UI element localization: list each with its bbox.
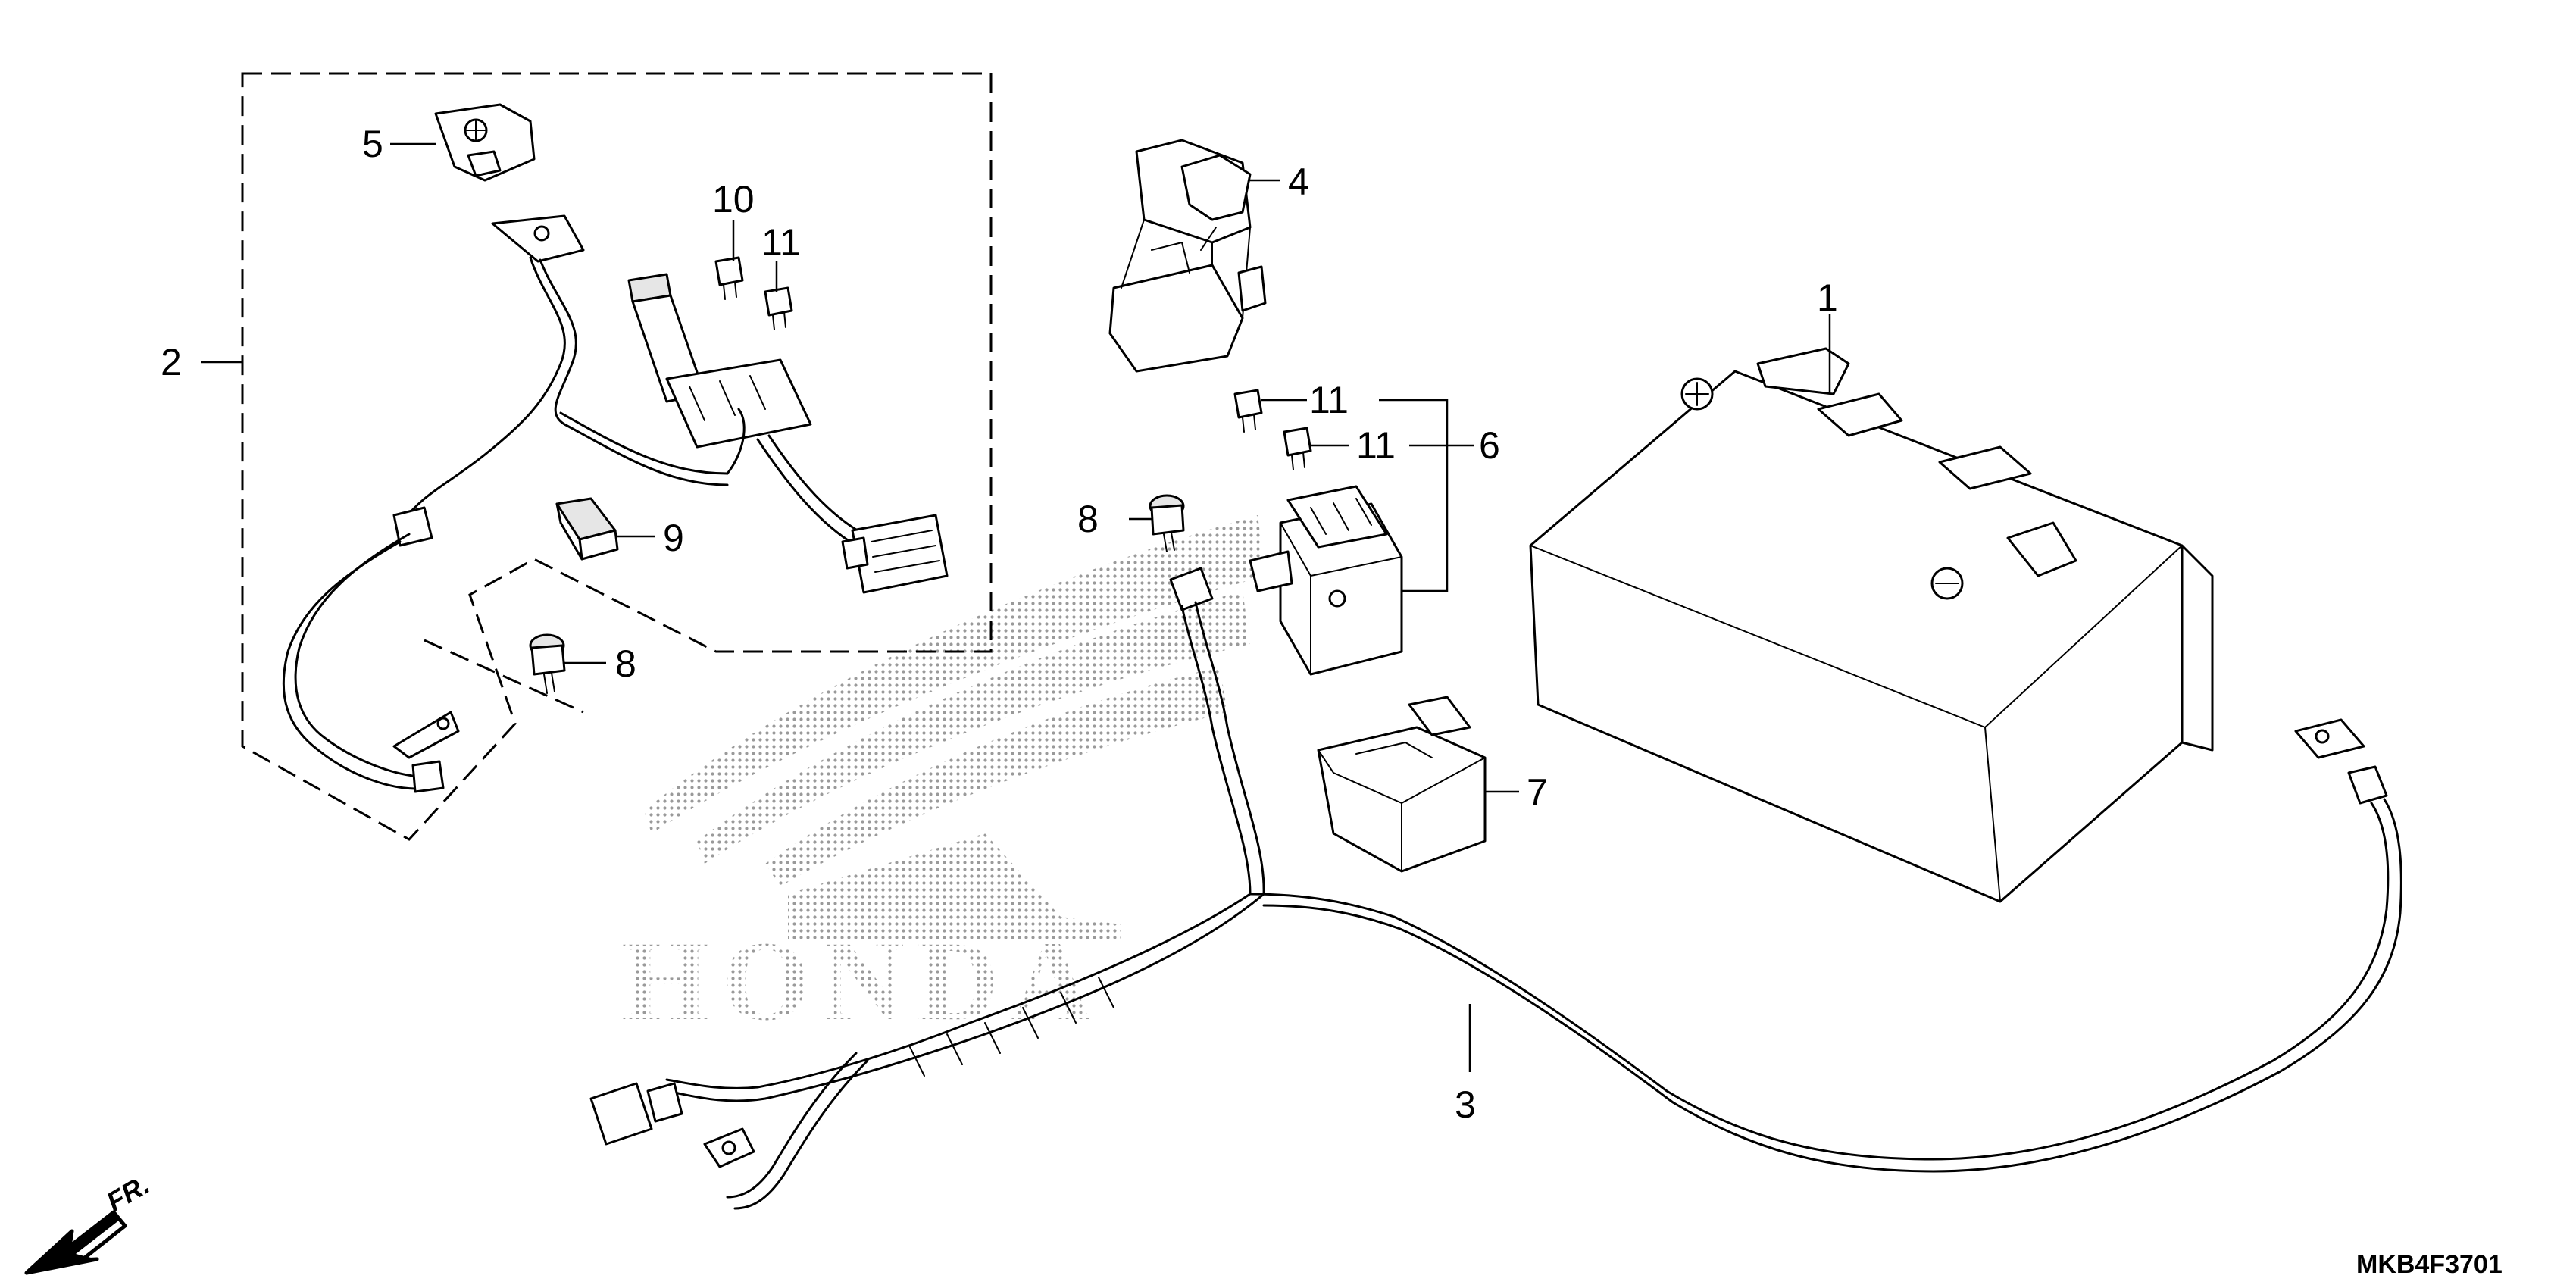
callout-8-center: 8 — [1077, 498, 1099, 540]
callout-6: 6 — [1479, 424, 1500, 467]
callout-11-upper: 11 — [1309, 379, 1349, 421]
main-harness-3 — [589, 567, 2402, 1210]
callout-11-top: 11 — [761, 221, 801, 264]
callout-2: 2 — [161, 341, 182, 383]
group-boundary-inner — [424, 639, 584, 714]
callout-8-left: 8 — [615, 642, 636, 685]
battery-1 — [1529, 347, 2214, 903]
fuse-11-b — [1233, 389, 1263, 433]
bracket-5 — [434, 103, 536, 182]
fuse-box-6 — [1249, 485, 1403, 676]
bolt-8-left — [529, 633, 566, 694]
callout-4: 4 — [1288, 161, 1309, 203]
callout-5: 5 — [362, 123, 383, 165]
sub-harness-2 — [282, 214, 949, 793]
group-boundary-2 — [241, 72, 993, 841]
callout-9: 9 — [663, 517, 684, 559]
honda-wing-watermark — [644, 515, 1265, 939]
cover-7 — [1317, 696, 1487, 873]
callout-7: 7 — [1527, 771, 1548, 814]
callout-11-lower: 11 — [1356, 424, 1396, 467]
diagram-part-code: MKB4F3701 — [2356, 1250, 2503, 1279]
front-direction-label: FR. — [102, 1168, 155, 1218]
callout-3: 3 — [1455, 1083, 1476, 1126]
cap-9 — [555, 497, 619, 561]
fuse-11-c — [1283, 427, 1312, 470]
callout-1: 1 — [1817, 277, 1838, 319]
callout-10: 10 — [712, 178, 755, 220]
bolt-8-center — [1149, 494, 1185, 552]
relay-cover-4 — [1108, 139, 1267, 373]
front-direction-arrow-icon — [24, 1210, 127, 1275]
leader-lines — [201, 142, 1831, 1072]
fuse-11-a — [764, 286, 793, 330]
fuse-10 — [714, 256, 744, 300]
